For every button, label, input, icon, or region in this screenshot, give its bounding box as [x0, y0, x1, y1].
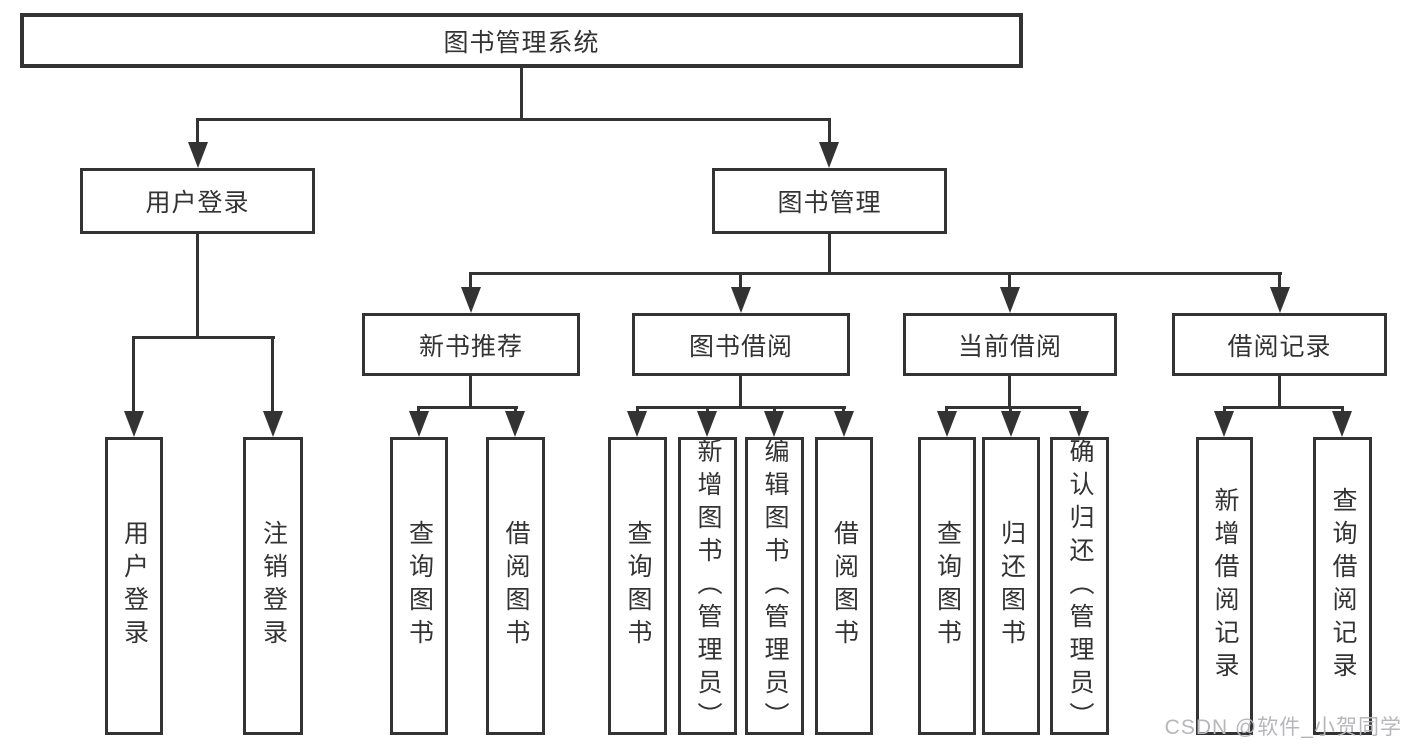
leaf-user-login: 用户登录 — [105, 437, 163, 735]
node-current: 当前借阅 — [903, 313, 1117, 376]
connector-drop-new-books — [469, 272, 472, 289]
leaf-borrowing-borrow-label: 借阅图书 — [830, 520, 859, 652]
node-root-label: 图书管理系统 — [443, 28, 600, 57]
arrowhead-down — [1001, 411, 1021, 437]
arrowhead-down — [1214, 411, 1234, 437]
node-new-books: 新书推荐 — [362, 313, 580, 376]
leaf-records-query-label: 查询借阅记录 — [1329, 487, 1357, 685]
connector-root-stub — [520, 66, 523, 121]
node-root: 图书管理系统 — [20, 13, 1023, 68]
node-user-login: 用户登录 — [80, 168, 315, 234]
arrowhead-down — [1069, 411, 1089, 437]
connector-drop-login — [132, 336, 135, 413]
leaf-logout: 注销登录 — [243, 437, 303, 735]
connector-drop-records — [1278, 272, 1281, 289]
leaf-user-login-label: 用户登录 — [120, 520, 149, 652]
leaf-records-query: 查询借阅记录 — [1313, 437, 1372, 735]
leaf-borrowing-add: 新增图书（管理员） — [678, 437, 737, 735]
connector-drop-user-login — [196, 118, 199, 144]
node-user-login-label: 用户登录 — [145, 189, 250, 217]
arrowhead-down — [834, 411, 854, 437]
leaf-current-return: 归还图书 — [982, 437, 1040, 735]
leaf-current-confirm: 确认归还（管理员） — [1050, 437, 1109, 735]
connector-drop — [706, 406, 709, 415]
leaf-borrowing-query-label: 查询图书 — [624, 520, 652, 652]
node-new-books-label: 新书推荐 — [418, 332, 523, 361]
connector-new-books-stub — [469, 374, 472, 408]
leaf-borrowing-query: 查询图书 — [608, 437, 667, 735]
leaf-current-query: 查询图书 — [918, 437, 976, 735]
connector-drop — [514, 406, 517, 415]
connector-user-login-stub — [196, 232, 199, 338]
leaf-current-query-label: 查询图书 — [933, 520, 962, 652]
connector-drop — [417, 406, 420, 415]
arrowhead-down — [731, 287, 751, 313]
leaf-current-confirm-label: 确认归还（管理员） — [1066, 437, 1094, 735]
connector-book-mgmt-branch — [469, 272, 1282, 275]
connector-current-branch — [945, 406, 1081, 409]
leaf-current-return-label: 归还图书 — [997, 520, 1026, 652]
arrowhead-down — [627, 411, 647, 437]
arrowhead-down — [409, 411, 429, 437]
connector-drop — [636, 406, 639, 415]
leaf-borrowing-add-label: 新增图书（管理员） — [694, 437, 722, 735]
node-records: 借阅记录 — [1172, 313, 1387, 376]
connector-drop — [1341, 406, 1344, 415]
node-borrowing: 图书借阅 — [632, 313, 850, 376]
connector-user-login-branch — [132, 336, 275, 339]
watermark: CSDN @软件_小贺同学 — [1164, 716, 1402, 739]
node-borrowing-label: 图书借阅 — [688, 332, 793, 361]
connector-drop — [773, 406, 776, 415]
arrowhead-down — [124, 411, 144, 437]
arrowhead-down — [1000, 287, 1020, 313]
arrowhead-down — [461, 287, 481, 313]
connector-drop — [1009, 406, 1012, 415]
connector-borrowing-stub — [739, 374, 742, 408]
connector-drop-current — [1008, 272, 1011, 289]
arrowhead-down — [697, 411, 717, 437]
connector-drop — [842, 406, 845, 415]
leaf-records-add-label: 新增借阅记录 — [1211, 487, 1239, 685]
leaf-borrowing-borrow: 借阅图书 — [815, 437, 873, 735]
connector-current-stub — [1008, 374, 1011, 408]
connector-root-branch — [196, 118, 831, 121]
connector-records-branch — [1223, 406, 1344, 409]
connector-drop — [1223, 406, 1226, 415]
arrowhead-down — [188, 142, 208, 168]
connector-drop-borrowing — [739, 272, 742, 289]
leaf-newbooks-query: 查询图书 — [390, 437, 448, 735]
connector-borrowing-branch — [636, 406, 846, 409]
leaf-logout-label: 注销登录 — [259, 520, 288, 652]
leaf-newbooks-query-label: 查询图书 — [405, 520, 434, 652]
node-records-label: 借阅记录 — [1227, 332, 1332, 361]
leaf-newbooks-borrow-label: 借阅图书 — [502, 520, 530, 652]
connector-drop — [1078, 406, 1081, 415]
arrowhead-down — [1332, 411, 1352, 437]
leaf-borrowing-edit-label: 编辑图书（管理员） — [761, 437, 789, 735]
connector-book-mgmt-stub — [828, 232, 831, 274]
arrowhead-down — [263, 411, 283, 437]
connector-drop-logout — [271, 336, 274, 413]
node-book-mgmt: 图书管理 — [712, 168, 947, 234]
arrowhead-down — [937, 411, 957, 437]
node-current-label: 当前借阅 — [957, 332, 1062, 361]
leaf-borrowing-edit: 编辑图书（管理员） — [745, 437, 804, 735]
arrowhead-down — [764, 411, 784, 437]
connector-drop — [945, 406, 948, 415]
connector-new-books-branch — [417, 406, 518, 409]
connector-records-stub — [1278, 374, 1281, 408]
arrowhead-down — [1270, 287, 1290, 313]
arrowhead-down — [819, 142, 839, 168]
leaf-newbooks-borrow: 借阅图书 — [486, 437, 545, 735]
arrowhead-down — [505, 411, 525, 437]
leaf-records-add: 新增借阅记录 — [1196, 437, 1253, 735]
node-book-mgmt-label: 图书管理 — [777, 189, 882, 217]
connector-drop-book-mgmt — [828, 118, 831, 144]
